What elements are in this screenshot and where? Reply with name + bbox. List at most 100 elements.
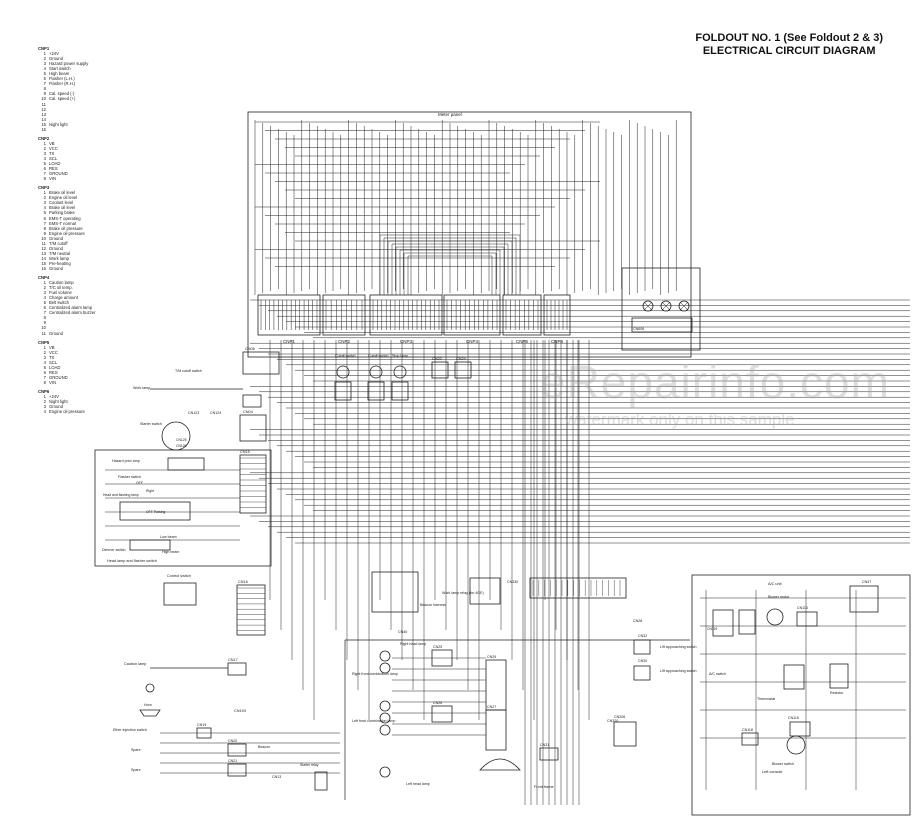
legend-pin-label: Night light	[49, 121, 68, 127]
legend-pin-number: 2	[43, 399, 46, 405]
legend-pin-number: 6	[43, 166, 46, 172]
legend-pin-number: 4	[43, 205, 46, 211]
legend-pin-number: 3	[43, 61, 46, 67]
label-right: Right	[146, 489, 154, 493]
legend-pin-number: 13	[41, 111, 46, 117]
label-caution-lamp: Caution lamp	[124, 662, 146, 666]
label-cn126: CN126	[176, 444, 187, 448]
lamp-filament	[644, 302, 652, 310]
label-beacon-harness: Beacon harness	[420, 603, 446, 607]
connector-cn15	[239, 454, 267, 514]
connector-cn37	[849, 585, 879, 613]
label-cn16: CN16	[238, 580, 248, 584]
harness-arch	[407, 255, 493, 295]
legend-pin-label: VCC	[49, 145, 58, 151]
lamp-filament	[662, 302, 670, 310]
label-hazard: Hazard prior amp	[112, 459, 140, 463]
legend-pin-number: 3	[43, 404, 46, 410]
legend-pin-number: 9	[43, 230, 46, 236]
label-starter-switch: Starter switch	[140, 422, 162, 426]
legend-pin-label: Engine oil pressure	[49, 409, 85, 415]
legend-pin-number: 11	[41, 240, 46, 246]
connector-label-cnp2: CNP2	[338, 339, 351, 344]
label-right-front-lamp: Right front combination lamp	[352, 672, 398, 676]
legend-pin-label: Centralized alarm lamp	[49, 305, 93, 311]
legend-pin-label: Centralized alarm buzzer	[49, 310, 96, 316]
label-cn19: CN19	[197, 723, 206, 727]
legend-header-cnp6: CNP6	[38, 389, 50, 394]
lamp-symbol	[379, 650, 391, 662]
label-cn31: CN31	[540, 743, 549, 747]
blower-switch-symbol	[786, 735, 806, 755]
connector-label-cnp5: CNP5	[516, 339, 529, 344]
legend-header-cnp5: CNP5	[38, 339, 50, 345]
label-cn26: CN26	[433, 701, 442, 705]
legend-pin-label: Cal. speed (+)	[49, 96, 76, 102]
meter-panel-label: Meter panel	[438, 112, 462, 117]
connector-cnp2	[322, 294, 366, 336]
connector-cn115	[789, 721, 811, 737]
legend-pin-number: 11	[41, 101, 46, 107]
legend-pin-number: 7	[43, 81, 46, 87]
label-cn320: CN320	[607, 719, 618, 723]
connector-cn32	[633, 639, 651, 655]
label-cn25: CN25	[433, 645, 442, 649]
connector-cn29	[485, 659, 507, 711]
connector-cn30	[633, 665, 651, 681]
label-cn17: CN17	[228, 658, 238, 662]
legend-pin-number: 6	[43, 76, 46, 82]
legend-pin-label: Flasher (R.H.)	[49, 81, 76, 87]
connector-cn19	[196, 727, 212, 739]
legend-pin-number: 16	[41, 265, 46, 271]
label-left-console: Left console	[762, 770, 782, 774]
harness-arch	[387, 240, 513, 295]
connector-cn25	[431, 649, 453, 667]
legend-pin-label: VIN	[49, 176, 56, 182]
legend-item: 16	[38, 127, 158, 132]
resistor-body	[829, 663, 849, 689]
legend-pin-number: 3	[43, 354, 46, 360]
legend-pin-number: 5	[43, 210, 46, 216]
legend-pin-number: 7	[43, 310, 46, 316]
legend-pin-label: Ground	[49, 56, 63, 62]
legend-item: 10	[38, 325, 158, 330]
legend-header-cnp2: CNP2	[38, 135, 50, 141]
label-off-parking: OFF Parking	[146, 510, 165, 514]
label-cn22: CN22	[432, 357, 442, 361]
label-ether-switch: Ether injection switch	[113, 728, 147, 732]
connector-cn22	[431, 361, 449, 379]
label-work-lamp-relay: Work lamp relay (for 4GE)	[442, 591, 484, 595]
legend-header-cnp4: CNP4	[38, 275, 50, 281]
legend-pin-label: SCL	[49, 359, 58, 365]
legend-pin-label: T/M neutral	[49, 250, 71, 256]
legend-header-cnp1: CNP1	[38, 46, 50, 51]
legend-pin-label: Engine oil level	[49, 195, 78, 201]
legend-pin-label: GROUND	[49, 374, 68, 380]
legend-pin-label: Engine oil pressure	[49, 230, 85, 236]
label-dimmer-switch: Dimmer switch	[102, 548, 126, 552]
legend-pin-label: Ground	[49, 330, 63, 336]
legend-pin-number: 11	[41, 330, 46, 336]
legend-pin-label: LOAD	[49, 161, 61, 167]
connector-cn08b	[242, 394, 262, 408]
legend-pin-number: 9	[43, 91, 46, 97]
label-beacon: Beacon	[258, 745, 270, 749]
legend-pin-number: 14	[41, 116, 46, 122]
legend-item: 9	[38, 320, 158, 325]
label-horn: Horn	[144, 703, 152, 707]
legend-pin-label: VB	[49, 140, 55, 146]
legend-pin-label: Work lamp	[49, 255, 69, 261]
connector-cn206	[613, 721, 637, 747]
